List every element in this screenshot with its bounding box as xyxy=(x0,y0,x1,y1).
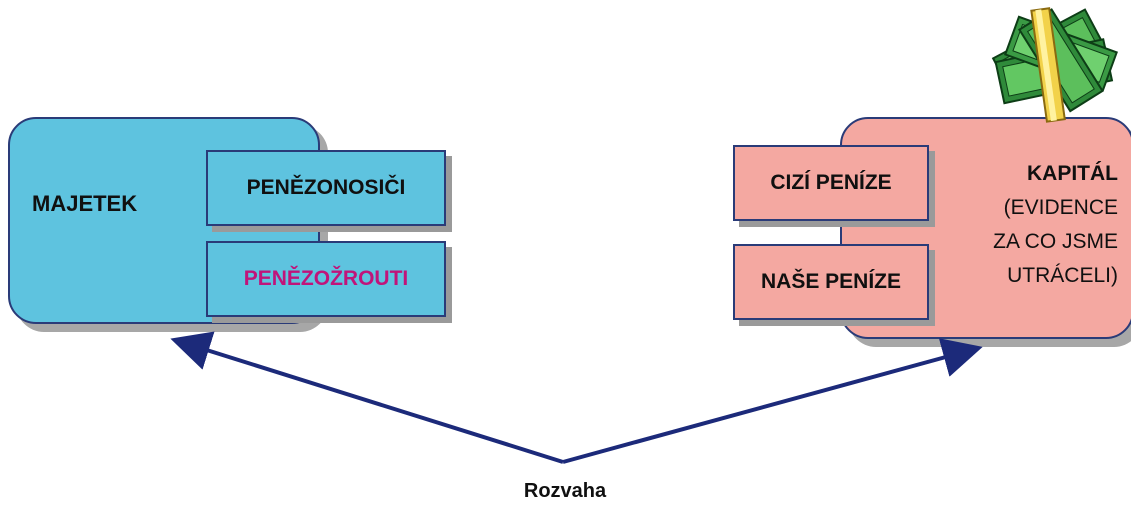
penezonosici-label: PENĚZONOSIČI xyxy=(246,176,406,199)
arrow-to-kapital xyxy=(562,338,983,464)
arrow-to-majetek xyxy=(170,331,564,464)
nase-penize-label: NAŠE PENÍZE xyxy=(760,270,902,293)
cizi-penize-label: CIZÍ PENÍZE xyxy=(770,171,892,194)
money-stack-icon xyxy=(991,7,1118,123)
kapital-subtitle-line-2: ZA CO JSME xyxy=(993,230,1118,253)
penezozrouti-label: PENĚZOŽROUTI xyxy=(243,267,409,290)
cizi-penize-box: CIZÍ PENÍZE xyxy=(733,145,929,221)
kapital-subtitle-line-1: (EVIDENCE xyxy=(1003,196,1118,219)
kapital-text: KAPITÁL (EVIDENCE ZA CO JSME UTRÁCELI) xyxy=(993,157,1118,293)
penezozrouti-box: PENĚZOŽROUTI xyxy=(206,241,446,317)
kapital-subtitle-line-3: UTRÁCELI) xyxy=(1007,264,1118,287)
kapital-title: KAPITÁL xyxy=(1027,162,1118,185)
penezonosici-box: PENĚZONOSIČI xyxy=(206,150,446,226)
nase-penize-box: NAŠE PENÍZE xyxy=(733,244,929,320)
majetek-title: MAJETEK xyxy=(32,191,138,216)
rozvaha-caption: Rozvaha xyxy=(523,480,607,502)
